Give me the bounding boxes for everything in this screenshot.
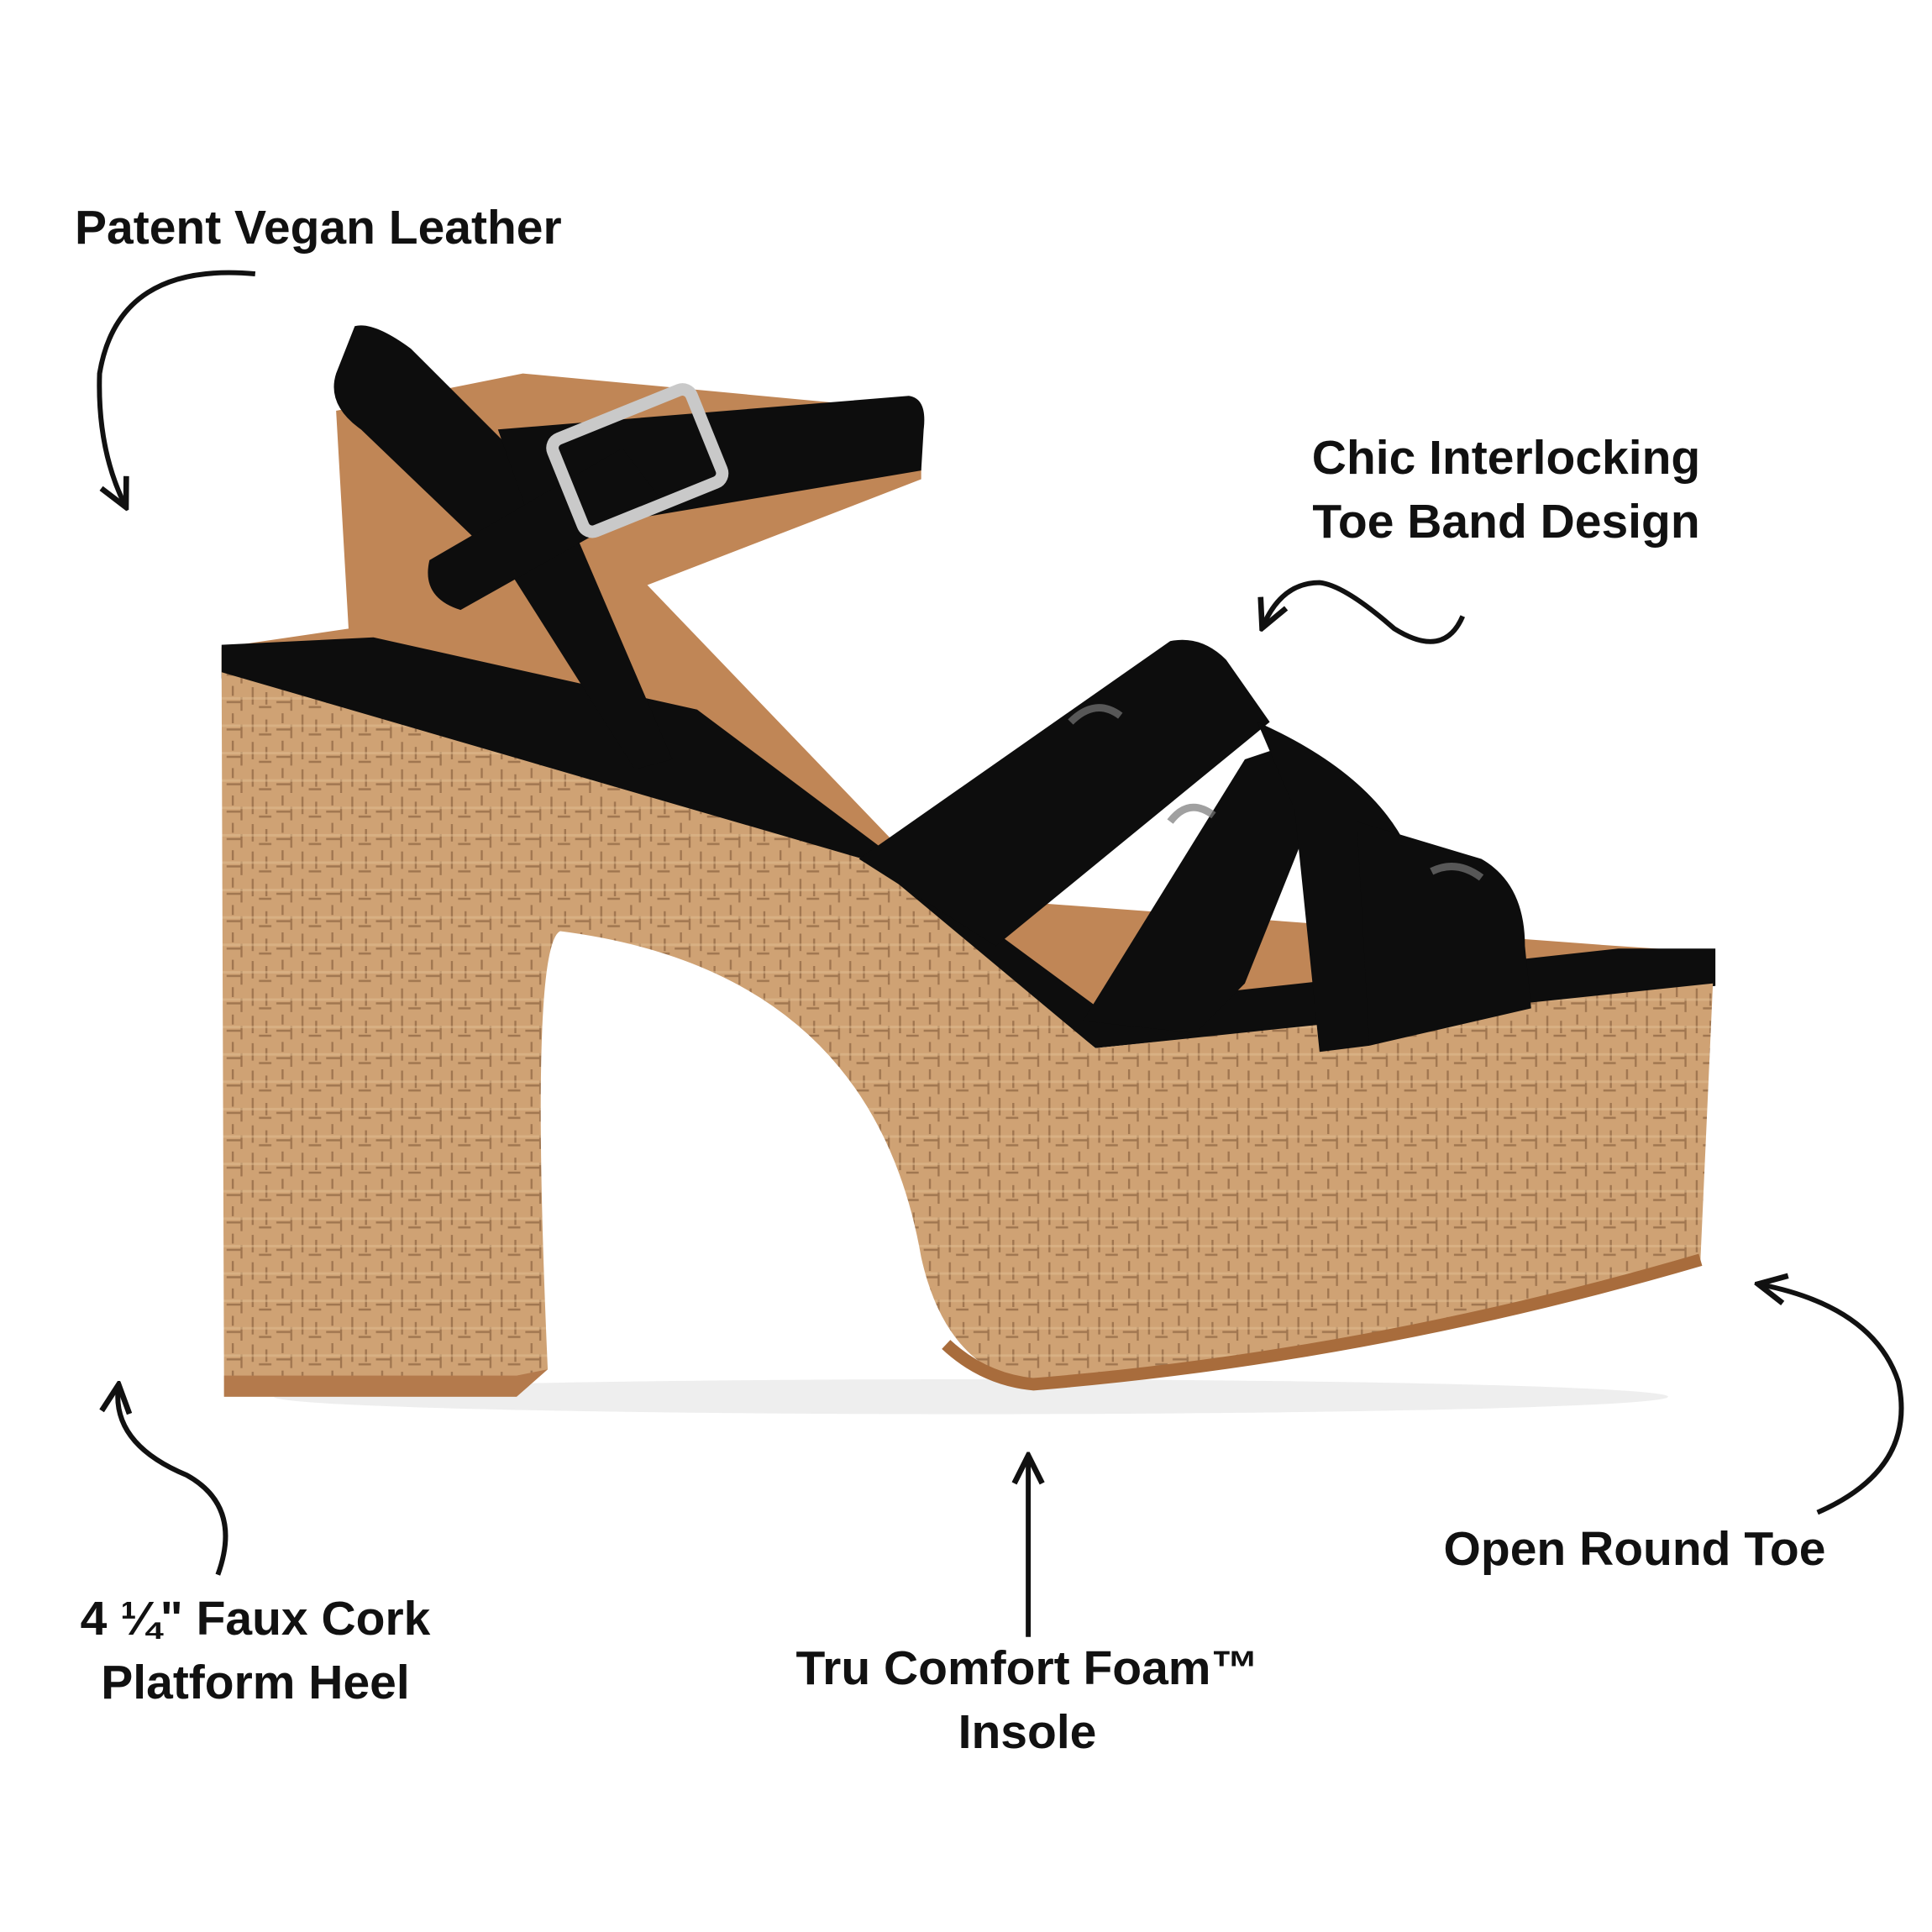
callout-toe-band-line2: Toe Band Design bbox=[1312, 495, 1700, 549]
callout-insole: Tru Comfort Foam™ Insole bbox=[796, 1636, 1259, 1764]
callout-material: Patent Vegan Leather bbox=[75, 201, 562, 255]
callout-toe-band-line1: Chic Interlocking bbox=[1311, 431, 1701, 485]
sole-edge bbox=[942, 1253, 1703, 1391]
buckle bbox=[546, 383, 729, 538]
arrow-toe bbox=[1761, 1284, 1904, 1515]
callout-heel: 4 ¼" Faux Cork Platform Heel bbox=[81, 1587, 431, 1714]
callout-insole-line1: Tru Comfort Foam™ bbox=[795, 1641, 1259, 1695]
cork-platform-heel bbox=[221, 672, 1714, 1397]
toe-band-1 bbox=[858, 639, 1270, 947]
callout-toe-band: Chic Interlocking Toe Band Design bbox=[1312, 426, 1700, 554]
footbed bbox=[221, 373, 1712, 1040]
toe-band-4 bbox=[1357, 822, 1531, 1046]
arrow-toe-band bbox=[1263, 580, 1466, 644]
arrow-heel bbox=[118, 1388, 228, 1576]
arrow-material bbox=[97, 270, 256, 505]
callout-heel-line1: 4 ¼" Faux Cork bbox=[80, 1592, 431, 1646]
shadow bbox=[274, 1379, 1668, 1415]
strap-tail bbox=[428, 448, 660, 611]
heel-tip bbox=[223, 1369, 549, 1397]
toe-band-2 bbox=[1083, 747, 1320, 1034]
footbed-rim bbox=[221, 637, 1716, 1048]
callout-insole-line2: Insole bbox=[958, 1705, 1097, 1759]
callout-toe: Open Round Toe bbox=[1443, 1522, 1826, 1576]
callout-heel-line2: Platform Heel bbox=[101, 1656, 410, 1709]
